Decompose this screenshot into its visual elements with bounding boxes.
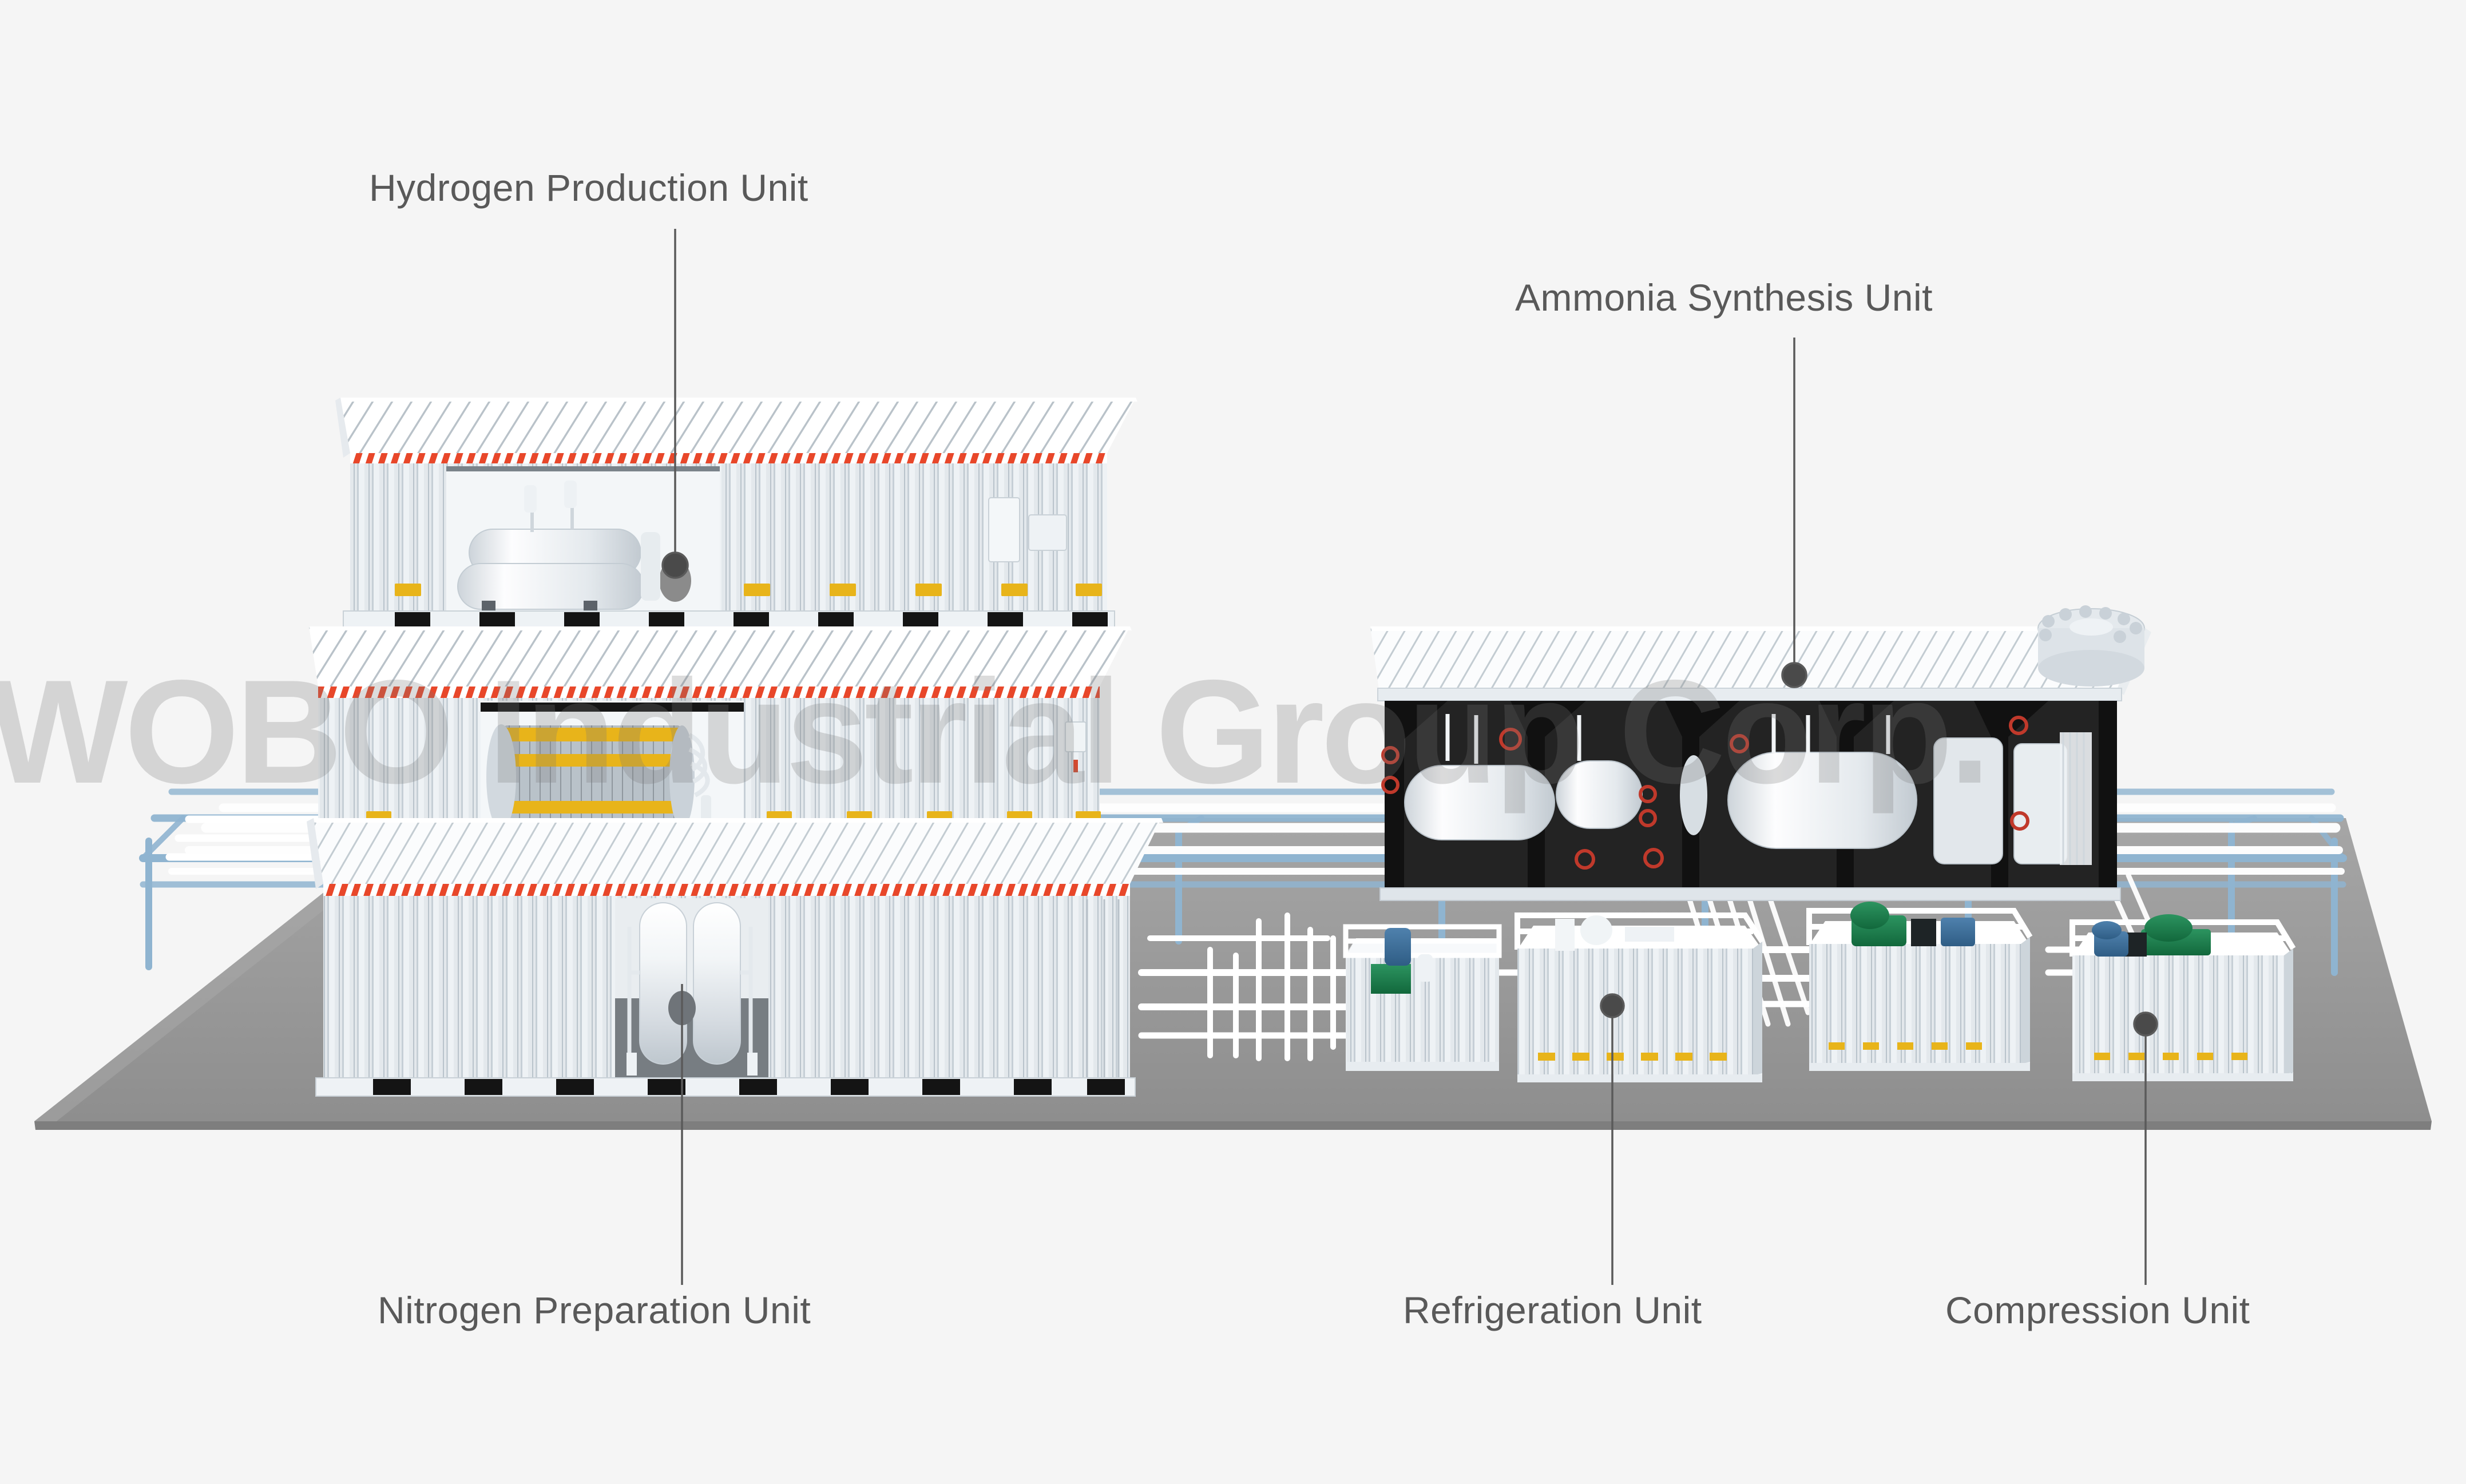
compression-skid[interactable]	[2069, 914, 2296, 1081]
leader-lines	[661, 229, 2158, 1285]
label-nitrogen-preparation-unit: Nitrogen Preparation Unit	[378, 1289, 811, 1331]
label-ammonia-synthesis-unit: Ammonia Synthesis Unit	[1515, 276, 1933, 319]
refrigeration-skid[interactable]	[1515, 912, 1765, 1082]
dot-refrigeration-unit	[1600, 993, 1625, 1018]
skid-labels	[2094, 1053, 2247, 1060]
synthesis-vessels	[1381, 714, 2092, 870]
hydrogen-production-container[interactable]	[335, 398, 1137, 629]
dot-hydrogen-production-unit	[661, 551, 689, 579]
electrolyser-stack	[486, 724, 711, 830]
dot-ammonia-synthesis-unit	[1781, 662, 1807, 688]
reactor-head	[2037, 605, 2145, 687]
control-cabinet	[988, 497, 1067, 562]
label-compression-unit: Compression Unit	[1945, 1289, 2250, 1331]
skid-labels	[1829, 1042, 1982, 1050]
purification-skid[interactable]	[1343, 924, 1502, 1071]
label-refrigeration-unit: Refrigeration Unit	[1403, 1289, 1702, 1331]
hydrogen-equipment	[457, 481, 691, 626]
dot-compression-unit	[2133, 1011, 2158, 1037]
container-labels	[395, 584, 1102, 596]
auxiliary-skid[interactable]	[1806, 902, 2033, 1071]
skid-labels	[1538, 1053, 1727, 1061]
ammonia-synthesis-skid[interactable]	[1370, 605, 2151, 901]
nitrogen-columns	[627, 902, 758, 1076]
door-rails	[1086, 899, 1120, 1078]
nitrogen-preparation-container[interactable]	[307, 818, 1163, 1097]
label-hydrogen-production-unit: Hydrogen Production Unit	[369, 166, 808, 209]
